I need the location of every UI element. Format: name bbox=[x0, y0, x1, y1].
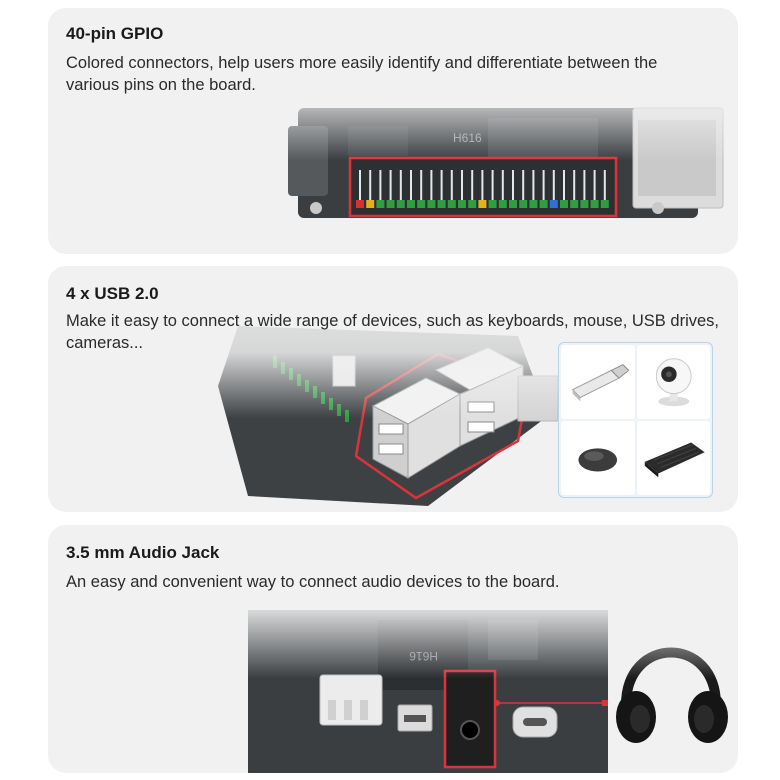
gpio-pin-base bbox=[437, 200, 446, 208]
gpio-pin-base bbox=[560, 200, 568, 208]
gpio-pin-base bbox=[478, 200, 487, 208]
feature-title: 4 x USB 2.0 bbox=[66, 284, 159, 303]
gpio-pin-base bbox=[600, 200, 609, 208]
gpio-pin-base bbox=[488, 200, 497, 208]
gpio-pin-base bbox=[570, 200, 579, 208]
feature-card-usb: 4 x USB 2.0 Make it easy to connect a wi… bbox=[48, 266, 738, 512]
feature-description: Colored connectors, help users more easi… bbox=[66, 54, 658, 94]
gpio-pin-base bbox=[539, 200, 548, 208]
headphones-icon bbox=[616, 647, 728, 743]
gpio-pin-base bbox=[447, 200, 456, 208]
feature-description: An easy and convenient way to connect au… bbox=[66, 573, 560, 591]
gpio-pin-base bbox=[590, 200, 599, 208]
gpio-pin-base bbox=[580, 200, 589, 208]
gpio-pin-base bbox=[529, 200, 538, 208]
gpio-pin-base bbox=[427, 200, 436, 208]
gpio-pin-base bbox=[386, 200, 395, 208]
gpio-pin-base bbox=[417, 200, 426, 208]
feature-card-audio: H616 3.5 mm Audio Jack An easy and conve… bbox=[48, 525, 738, 773]
gpio-pin-base bbox=[396, 200, 405, 208]
gpio-pin-base bbox=[468, 200, 477, 208]
gpio-pin-base bbox=[407, 200, 415, 208]
gpio-pin-base bbox=[498, 200, 507, 208]
feature-title: 3.5 mm Audio Jack bbox=[66, 543, 220, 562]
keyboard-icon bbox=[636, 421, 710, 495]
webcam-icon bbox=[636, 345, 710, 419]
gpio-pin-base bbox=[376, 200, 385, 208]
usb-drive-icon bbox=[561, 345, 635, 419]
gpio-pin-base bbox=[509, 200, 517, 208]
feature-card-gpio: H616 40-pin GPIO Colored connectors, hel… bbox=[48, 8, 738, 254]
gpio-pin-base bbox=[366, 200, 375, 208]
gpio-pin-base bbox=[458, 200, 466, 208]
chip-label: H616 bbox=[409, 649, 438, 663]
gpio-pin-base bbox=[356, 200, 364, 208]
gpio-board-illustration: H616 bbox=[288, 107, 724, 218]
usb-device-grid bbox=[558, 342, 713, 498]
chip-label: H616 bbox=[453, 131, 482, 145]
gpio-pin-base bbox=[519, 200, 528, 208]
gpio-pin-base bbox=[549, 200, 558, 208]
feature-title: 40-pin GPIO bbox=[66, 24, 164, 43]
mouse-icon bbox=[561, 421, 635, 495]
